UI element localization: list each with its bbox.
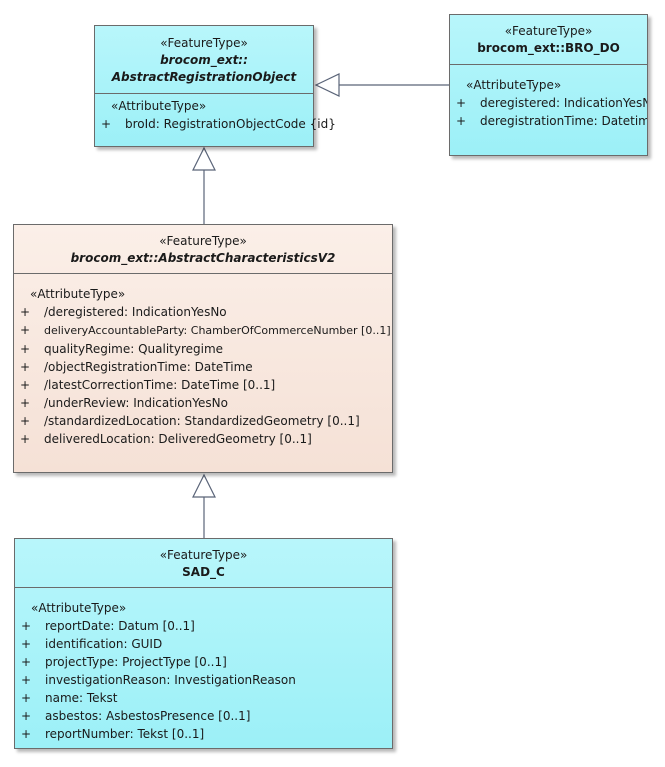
generalization-arrowhead-bro-do <box>314 73 340 97</box>
visibility-marker: + <box>20 396 31 410</box>
visibility-marker: + <box>21 709 32 723</box>
attribute-text: qualityRegime: Qualityregime <box>44 342 224 356</box>
attribute-text: /underReview: IndicationYesNo <box>44 396 228 410</box>
class-abstract-registration-object[interactable]: «FeatureType» brocom_ext:: AbstractRegis… <box>94 25 336 147</box>
visibility-marker: + <box>456 96 467 110</box>
attribute-row[interactable]: + qualityRegime: Qualityregime <box>14 340 392 358</box>
attribute-row[interactable]: + deregistered: IndicationYesNo <box>450 94 647 112</box>
attribute-row[interactable]: + projectType: ProjectType [0..1] <box>15 653 392 671</box>
visibility-marker: + <box>21 637 32 651</box>
generalization-arrowhead-characteristics <box>192 146 216 171</box>
attribute-text: reportDate: Datum [0..1] <box>45 619 195 633</box>
visibility-marker: + <box>20 414 31 428</box>
visibility-marker: + <box>20 378 31 392</box>
class-header: «FeatureType» brocom_ext:: AbstractRegis… <box>95 26 313 94</box>
attribute-row[interactable]: + deliveryAccountableParty: ChamberOfComm… <box>14 321 392 340</box>
class-name: brocom_ext::BRO_DO <box>477 41 620 55</box>
attribute-row[interactable]: + asbestos: AsbestosPresence [0..1] <box>15 707 392 725</box>
attribute-stereotype-label: «AttributeType» <box>30 287 126 301</box>
attribute-stereotype-label: «AttributeType» <box>31 601 127 615</box>
attribute-row[interactable]: + investigationReason: InvestigationReaso… <box>15 671 392 689</box>
attribute-text: /standardizedLocation: StandardizedGeome… <box>44 414 360 428</box>
attribute-row[interactable]: + deliveredLocation: DeliveredGeometry [0… <box>14 430 392 448</box>
attribute-row[interactable]: + identification: GUID <box>15 635 392 653</box>
attribute-stereotype-label: «AttributeType» <box>111 99 207 113</box>
attribute-text: deregistrationTime: Datetime <box>480 114 648 128</box>
attribute-text: /deregistered: IndicationYesNo <box>44 305 227 319</box>
attribute-text: deregistered: IndicationYesNo <box>480 96 648 110</box>
attribute-text: investigationReason: InvestigationReason <box>45 673 296 687</box>
attribute-row[interactable]: + deregistrationTime: Datetime <box>450 112 647 130</box>
attribute-stereotype-label: «AttributeType» <box>466 78 562 92</box>
visibility-marker: + <box>20 323 31 337</box>
attribute-text: identification: GUID <box>45 637 163 651</box>
attribute-row[interactable]: + /latestCorrectionTime: DateTime [0..1] <box>14 376 392 394</box>
visibility-marker: + <box>20 432 31 446</box>
attribute-text: asbestos: AsbestosPresence [0..1] <box>45 709 251 723</box>
attribute-compartment: «AttributeType» + reportDate: Datum [0..1… <box>15 588 392 743</box>
visibility-marker: + <box>456 114 467 128</box>
attribute-text: deliveryAccountableParty: ChamberOfComme… <box>44 324 391 337</box>
class-name-line2: AbstractRegistrationObject <box>111 70 297 84</box>
visibility-marker: + <box>21 655 32 669</box>
attribute-row[interactable]: + reportDate: Datum [0..1] <box>15 617 392 635</box>
visibility-marker: + <box>20 305 31 319</box>
attribute-text: reportNumber: Tekst [0..1] <box>45 727 205 741</box>
class-header: «FeatureType» brocom_ext::AbstractCharac… <box>14 225 392 274</box>
attribute-text: projectType: ProjectType [0..1] <box>45 655 227 669</box>
attribute-row[interactable]: + /underReview: IndicationYesNo <box>14 394 392 412</box>
class-header: «FeatureType» SAD_C <box>15 539 392 588</box>
visibility-marker: + <box>20 360 31 374</box>
visibility-marker: + <box>21 673 32 687</box>
attribute-compartment: «AttributeType» + /deregistered: Indicati… <box>14 274 392 448</box>
attribute-row[interactable]: + name: Tekst <box>15 689 392 707</box>
attribute-compartment: «AttributeType» + deregistered: Indicatio… <box>450 65 647 130</box>
visibility-marker: + <box>101 117 112 131</box>
attribute-row[interactable]: + broId: RegistrationObjectCode {id} <box>95 115 336 133</box>
attribute-compartment: «AttributeType» + broId: RegistrationObje… <box>95 94 336 133</box>
class-name: SAD_C <box>182 565 225 579</box>
attribute-row[interactable]: + reportNumber: Tekst [0..1] <box>15 725 392 743</box>
class-sad-c[interactable]: «FeatureType» SAD_C «AttributeType» + rep… <box>14 538 393 749</box>
class-abstract-characteristics-v2[interactable]: «FeatureType» brocom_ext::AbstractCharac… <box>13 224 393 473</box>
stereotype-label: «FeatureType» <box>159 548 248 562</box>
attribute-text: /objectRegistrationTime: DateTime <box>44 360 253 374</box>
stereotype-label: «FeatureType» <box>159 234 247 248</box>
class-name: brocom_ext::AbstractCharacteristicsV2 <box>70 251 336 265</box>
visibility-marker: + <box>20 342 31 356</box>
visibility-marker: + <box>21 691 32 705</box>
attribute-text: broId: RegistrationObjectCode {id} <box>125 117 336 131</box>
generalization-arrowhead-sad-c <box>192 473 216 498</box>
attribute-row[interactable]: + /standardizedLocation: StandardizedGeom… <box>14 412 392 430</box>
stereotype-label: «FeatureType» <box>160 36 248 50</box>
attribute-row[interactable]: + /objectRegistrationTime: DateTime <box>14 358 392 376</box>
class-name-line1: brocom_ext:: <box>160 53 248 67</box>
stereotype-label: «FeatureType» <box>504 24 593 38</box>
attribute-row[interactable]: + /deregistered: IndicationYesNo <box>14 303 392 321</box>
attribute-text: name: Tekst <box>45 691 118 705</box>
class-header: «FeatureType» brocom_ext::BRO_DO <box>450 15 647 65</box>
visibility-marker: + <box>21 619 32 633</box>
class-bro-do[interactable]: «FeatureType» brocom_ext::BRO_DO «Attrib… <box>449 14 648 156</box>
attribute-text: deliveredLocation: DeliveredGeometry [0.… <box>44 432 312 446</box>
attribute-text: /latestCorrectionTime: DateTime [0..1] <box>44 378 276 392</box>
visibility-marker: + <box>21 727 32 741</box>
